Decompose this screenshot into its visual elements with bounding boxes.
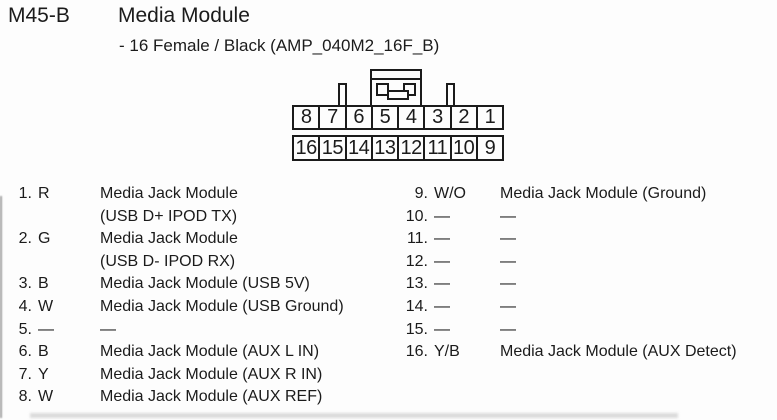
pin-description: Media Jack Module (AUX Detect) xyxy=(500,343,737,361)
connector-spec: - 16 Female / Black (AMP_040M2_16F_B) xyxy=(119,36,440,55)
pin-row: 13. — — xyxy=(402,273,774,296)
pin-wire-color: — xyxy=(434,230,450,248)
scan-cutoff-artifact xyxy=(30,413,678,418)
pin-cell: 8 xyxy=(300,107,312,128)
pin-number: 3. xyxy=(18,275,32,293)
pin-row: 14. — — xyxy=(402,296,774,319)
pin-wire-color: — xyxy=(38,320,54,338)
pin-wire-color: W xyxy=(38,297,54,315)
pin-description: Media Jack Module (AUX L IN) xyxy=(100,343,320,361)
pin-row: 11. — — xyxy=(402,228,774,251)
pin-cell: 10 xyxy=(449,137,476,159)
pin-description: Media Jack Module (Ground) xyxy=(500,185,707,202)
pin-row: 12. — — xyxy=(402,251,774,274)
pin-row: 16. Y/B Media Jack Module (AUX Detect) xyxy=(402,341,774,364)
pin-cell: 11 xyxy=(423,137,449,159)
connector-key-tab-right xyxy=(446,83,455,107)
pin-row: 4. W Media Jack Module (USB Ground) xyxy=(14,296,396,319)
pin-list-right: 9. W/O Media Jack Module (Ground) 10. — … xyxy=(402,183,774,364)
latch-lock-left xyxy=(376,83,389,96)
pin-cell: 16 xyxy=(295,137,318,159)
pin-description: Media Jack Module (AUX R IN) xyxy=(100,365,323,383)
pin-cell: 13 xyxy=(370,137,397,159)
pin-row: 7. Y Media Jack Module (AUX R IN) xyxy=(14,364,396,387)
pin-description: — xyxy=(500,320,516,338)
pin-number: 1. xyxy=(18,185,32,202)
pin-wire-color: R xyxy=(38,185,50,202)
pin-number: 10. xyxy=(405,207,428,225)
pin-number: 13. xyxy=(405,275,428,293)
pin-cell: 6 xyxy=(344,107,371,128)
pin-wire-color: — xyxy=(434,275,450,293)
connector-diagram: 8 7 6 5 4 3 2 1 16 15 14 13 12 11 10 9 xyxy=(292,69,504,161)
latch-cap-line xyxy=(372,78,420,80)
pin-description: — xyxy=(500,252,516,270)
pin-wire-color: Y/B xyxy=(434,343,460,361)
scan-edge-artifact xyxy=(0,196,2,418)
pin-number: 8. xyxy=(18,388,32,406)
module-name: Media Module xyxy=(118,4,250,27)
pin-row: 10. — — xyxy=(402,206,774,229)
pin-number: 16. xyxy=(405,343,428,361)
pin-number: 7. xyxy=(18,365,32,383)
pin-wire-color: W/O xyxy=(434,185,466,202)
pin-description: — xyxy=(500,207,516,225)
pin-description: — xyxy=(500,275,516,293)
pin-description: — xyxy=(500,230,516,248)
pin-row: 15. — — xyxy=(402,319,774,342)
pin-description: — xyxy=(100,320,116,338)
pin-wire-color: Y xyxy=(38,365,49,383)
pin-cell: 5 xyxy=(370,107,397,128)
pin-row: 6. B Media Jack Module (AUX L IN) xyxy=(14,341,396,364)
pin-list-left: 1. R Media Jack Module(USB D+ IPOD TX) 2… xyxy=(14,183,396,409)
connector-id: M45-B xyxy=(8,4,70,27)
pin-number: 6. xyxy=(18,343,32,361)
pin-description: Media Jack Module(USB D+ IPOD TX) xyxy=(100,185,238,225)
pin-wire-color: G xyxy=(38,230,51,248)
connector-latch xyxy=(370,69,422,107)
pin-number: 11. xyxy=(406,230,428,248)
pin-wire-color: B xyxy=(38,343,49,361)
pin-number: 9. xyxy=(414,185,428,202)
pin-cell: 7 xyxy=(318,107,344,128)
pin-cell: 15 xyxy=(318,137,344,159)
pin-cell: 14 xyxy=(344,137,371,159)
pin-number: 2. xyxy=(18,230,32,248)
pin-row: 8. W Media Jack Module (AUX REF) xyxy=(14,386,396,409)
pin-number: 4. xyxy=(18,297,32,315)
pin-grid-bottom-row: 16 15 14 13 12 11 10 9 xyxy=(292,135,504,161)
pin-cell: 9 xyxy=(475,137,502,159)
pin-description: Media Jack Module (USB 5V) xyxy=(100,275,310,293)
pin-description: Media Jack Module (AUX REF) xyxy=(100,388,323,406)
pin-wire-color: — xyxy=(434,320,450,338)
pin-wire-color: — xyxy=(434,252,450,270)
latch-bridge xyxy=(387,90,409,100)
pin-row: 2. G Media Jack Module(USB D- IPOD RX) xyxy=(14,228,396,273)
pin-description: — xyxy=(500,297,516,315)
pin-number: 14. xyxy=(405,297,428,315)
pin-cell: 12 xyxy=(397,137,423,159)
pin-grid-top-row: 8 7 6 5 4 3 2 1 xyxy=(292,105,504,130)
pin-wire-color: — xyxy=(434,207,450,225)
pin-wire-color: W xyxy=(38,388,54,406)
pin-number: 12. xyxy=(405,252,428,270)
pin-row: 3. B Media Jack Module (USB 5V) xyxy=(14,273,396,296)
pin-wire-color: — xyxy=(434,297,450,315)
pin-number: 15. xyxy=(405,320,428,338)
pin-number: 5. xyxy=(18,320,32,338)
pin-description: Media Jack Module (USB Ground) xyxy=(100,297,344,315)
pin-description: Media Jack Module(USB D- IPOD RX) xyxy=(100,230,238,270)
pin-wire-color: B xyxy=(38,275,49,293)
pin-row: 5. — — xyxy=(14,319,396,342)
pin-cell: 4 xyxy=(397,107,423,128)
connector-key-tab-left xyxy=(338,83,347,107)
pin-cell: 3 xyxy=(423,107,449,128)
pin-cell: 1 xyxy=(475,107,502,128)
pin-row: 9. W/O Media Jack Module (Ground) xyxy=(402,183,774,206)
pin-cell: 2 xyxy=(449,107,476,128)
pin-row: 1. R Media Jack Module(USB D+ IPOD TX) xyxy=(14,183,396,228)
